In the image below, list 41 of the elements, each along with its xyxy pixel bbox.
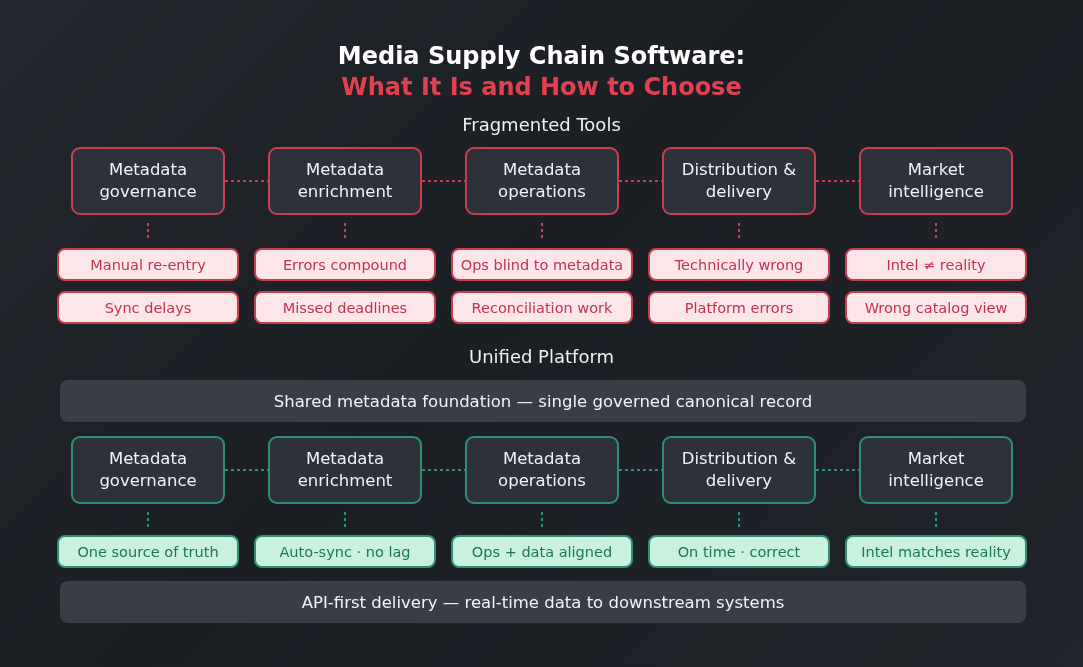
process-box: Metadata enrichment <box>268 436 422 504</box>
outcome-pill: Intel ≠ reality <box>845 248 1027 281</box>
dotted-connector <box>147 222 149 241</box>
outcome-pill: Missed deadlines <box>254 291 436 324</box>
dotted-connector <box>344 222 346 241</box>
dotted-connector <box>147 511 149 528</box>
dotted-connector <box>935 511 937 528</box>
process-box: Market intelligence <box>859 147 1013 215</box>
dotted-connector <box>935 222 937 241</box>
outcome-pill: Auto-sync · no lag <box>254 535 436 568</box>
process-box: Metadata governance <box>71 436 225 504</box>
process-box: Distribution & delivery <box>662 147 816 215</box>
dotted-connector <box>541 222 543 241</box>
outcome-pill: Ops + data aligned <box>451 535 633 568</box>
outcome-pill: Platform errors <box>648 291 830 324</box>
outcome-pill: Wrong catalog view <box>845 291 1027 324</box>
process-box: Distribution & delivery <box>662 436 816 504</box>
outcome-pill: One source of truth <box>57 535 239 568</box>
process-box: Metadata governance <box>71 147 225 215</box>
section-heading: Unified Platform <box>468 346 615 367</box>
section-heading: Fragmented Tools <box>462 114 621 135</box>
platform-bar: API-first delivery — real-time data to downstream systems <box>60 581 1026 623</box>
process-box: Metadata operations <box>465 436 619 504</box>
outcome-pill: Sync delays <box>57 291 239 324</box>
dotted-connector <box>738 511 740 528</box>
process-box: Metadata operations <box>465 147 619 215</box>
diagram-subtitle: What It Is and How to Choose <box>341 73 742 101</box>
dotted-connector <box>738 222 740 241</box>
outcome-pill: On time · correct <box>648 535 830 568</box>
outcome-pill: Manual re-entry <box>57 248 239 281</box>
process-box: Market intelligence <box>859 436 1013 504</box>
dotted-connector <box>541 511 543 528</box>
process-box: Metadata enrichment <box>268 147 422 215</box>
outcome-pill: Intel matches reality <box>845 535 1027 568</box>
platform-bar: Shared metadata foundation — single governed canonical record <box>60 380 1026 422</box>
outcome-pill: Ops blind to metadata <box>451 248 633 281</box>
outcome-pill: Technically wrong <box>648 248 830 281</box>
outcome-pill: Reconciliation work <box>451 291 633 324</box>
diagram-title: Media Supply Chain Software: <box>337 42 746 70</box>
dotted-connector <box>344 511 346 528</box>
outcome-pill: Errors compound <box>254 248 436 281</box>
